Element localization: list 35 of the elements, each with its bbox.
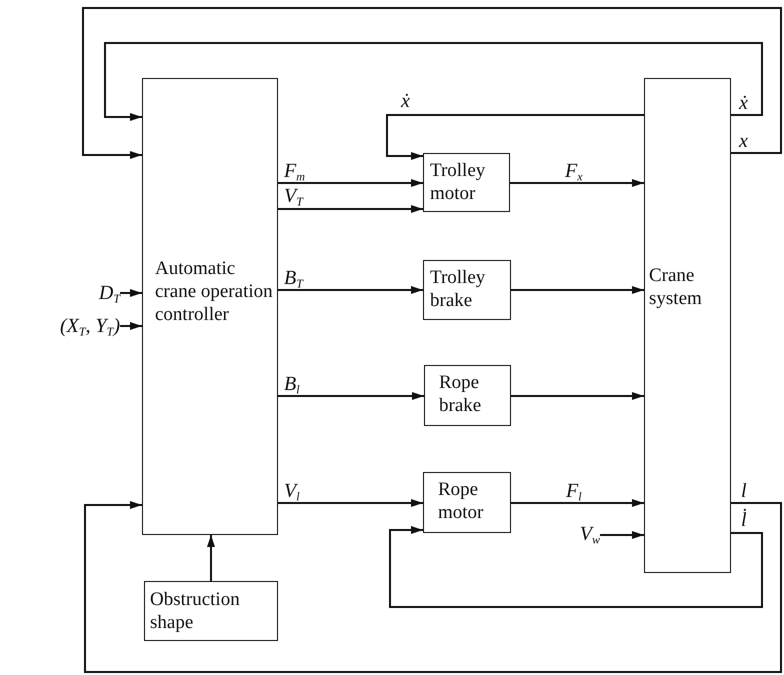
signal-arrow <box>600 531 644 539</box>
signal-arrow <box>278 286 423 294</box>
signal-arrow <box>120 322 142 330</box>
signal-arrow <box>510 179 644 187</box>
block-label: Automatic crane operation controller <box>155 257 274 326</box>
signal-arrow <box>84 501 782 673</box>
block-label: Rope brake <box>439 371 482 417</box>
signal-arrow <box>278 392 424 400</box>
system-block <box>644 78 731 573</box>
signal-arrow <box>278 205 423 213</box>
block-label: Obstruction shape <box>150 588 241 634</box>
signal-arrow <box>207 535 215 581</box>
block-label: Rope motor <box>438 478 484 524</box>
input-signal: (X$_{T}$, Y$_{T}$) <box>60 315 120 337</box>
signal-arrow <box>386 114 644 160</box>
signal-arrow <box>278 499 423 507</box>
signal-arrow <box>104 42 763 121</box>
signal-arrow <box>278 179 423 187</box>
signal-arrow <box>511 499 644 507</box>
controller-block <box>142 78 278 535</box>
process-block <box>424 365 511 426</box>
signal-arrow <box>82 7 782 159</box>
process-block <box>144 581 278 641</box>
signal-arrow <box>511 286 644 294</box>
process-block <box>423 153 510 212</box>
input-signal: V$_{w}$ <box>580 523 600 545</box>
input-signal: D$_{T}$ <box>98 282 120 304</box>
signal-arrow <box>511 392 644 400</box>
signal-arrow <box>120 289 142 297</box>
block-label: Trolley brake <box>430 266 486 312</box>
block-label: Crane system <box>649 264 703 310</box>
process-block <box>423 260 511 320</box>
block-label: Trolley motor <box>430 159 486 205</box>
signal-arrow <box>389 526 763 608</box>
process-block <box>423 472 511 533</box>
